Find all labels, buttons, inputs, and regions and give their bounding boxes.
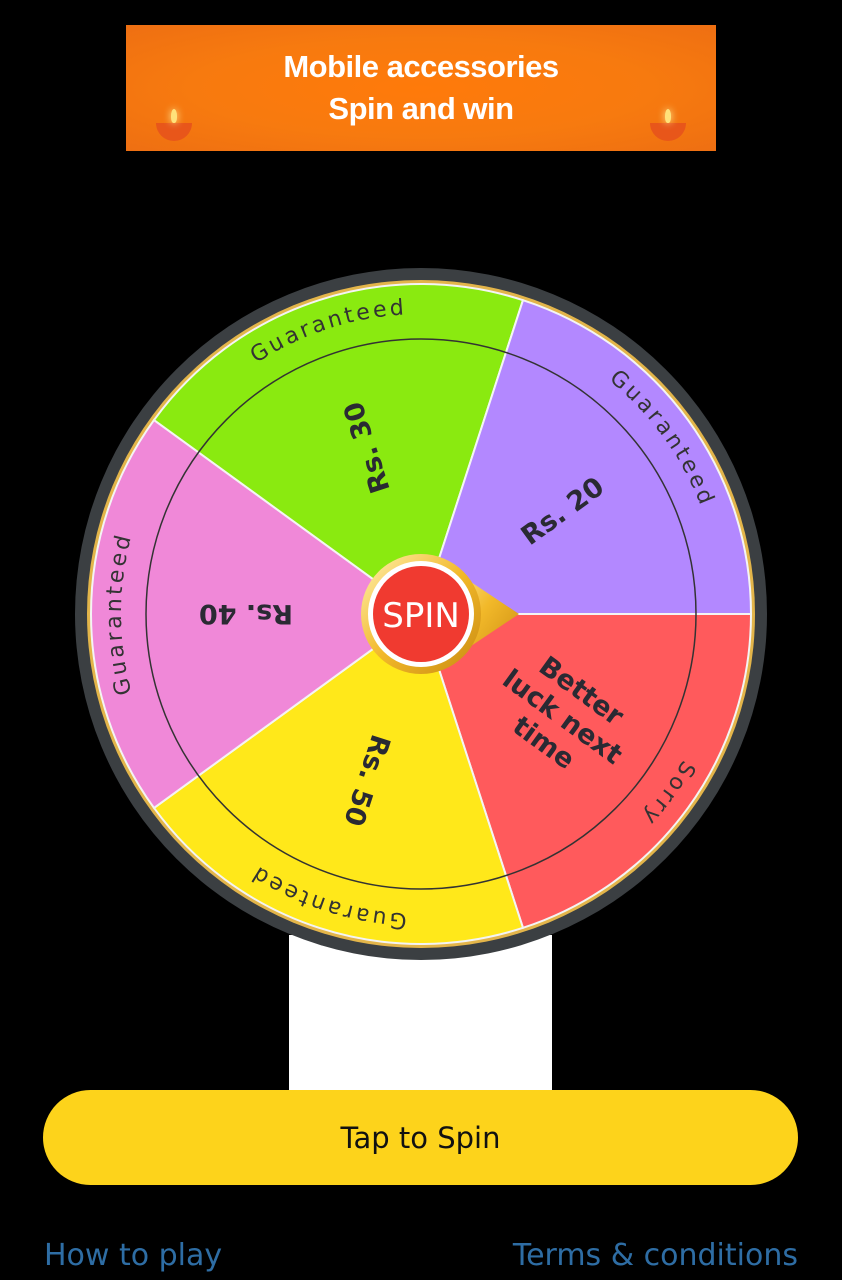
spin-button[interactable]: SPIN bbox=[361, 554, 519, 674]
wheel-segment bbox=[152, 612, 525, 946]
promo-banner: Mobile accessories Spin and win bbox=[126, 25, 716, 151]
wheel-stand bbox=[289, 935, 552, 1091]
diya-lamp-icon bbox=[650, 109, 686, 141]
wheel-segment bbox=[152, 282, 525, 616]
diya-lamp-icon bbox=[156, 109, 192, 141]
segment-prize-label: Rs. 40 bbox=[199, 598, 293, 629]
banner-title: Mobile accessories bbox=[283, 49, 559, 84]
wheel-segment bbox=[89, 418, 423, 810]
terms-link[interactable]: Terms & conditions bbox=[512, 1238, 798, 1273]
wheel-segment bbox=[419, 298, 753, 615]
wheel-segment bbox=[419, 613, 753, 930]
tap-to-spin-button[interactable]: Tap to Spin bbox=[43, 1090, 798, 1185]
banner-subtitle: Spin and win bbox=[328, 91, 514, 126]
spin-label: SPIN bbox=[382, 596, 460, 636]
how-to-play-link[interactable]: How to play bbox=[44, 1238, 223, 1273]
inner-ring-line bbox=[145, 338, 697, 890]
